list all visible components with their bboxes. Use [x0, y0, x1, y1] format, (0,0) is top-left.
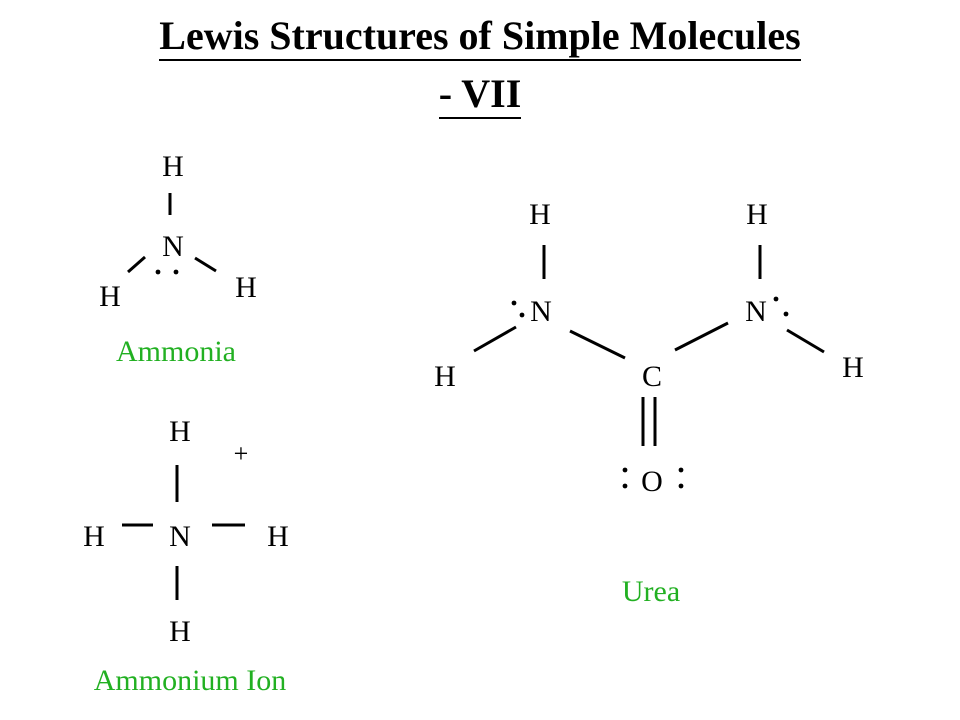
urea-o: O [641, 465, 663, 498]
urea-h-right-side: H [842, 351, 864, 384]
ammonium-ion-structure: H + H N H H Ammonium Ion [83, 415, 289, 697]
urea-left-n-lone-pair-dot [511, 300, 517, 306]
title-line-1: Lewis Structures of Simple Molecules [159, 16, 801, 61]
ammonia-h-right: H [235, 271, 257, 304]
urea-right-n-lone-pair-dot [773, 296, 779, 302]
page-title: Lewis Structures of Simple Molecules [0, 16, 960, 61]
ammonium-charge: + [234, 439, 249, 468]
urea-n-right: N [745, 295, 767, 328]
page-subtitle: - VII [0, 74, 960, 119]
ammonia-structure: H N H H Ammonia [99, 150, 257, 368]
urea-bond-left-n-h-side [473, 325, 517, 353]
urea-h-right-top: H [746, 198, 768, 231]
urea-bond-c-right-n [674, 321, 729, 352]
urea-o-lone-pair-dot [622, 483, 628, 489]
title-line-2: - VII [438, 74, 522, 119]
urea-bond-left-n-c [569, 329, 626, 360]
ammonia-lone-pair-dot [155, 269, 161, 275]
ammonium-n: N [169, 520, 191, 553]
ammonium-h-left: H [83, 520, 105, 553]
ammonia-bond-right [194, 256, 217, 273]
urea-caption: Urea [622, 575, 680, 608]
ammonia-n: N [162, 230, 184, 263]
ammonium-h-bottom: H [169, 615, 191, 648]
ammonium-h-top: H [169, 415, 191, 448]
ammonia-h-top: H [162, 150, 184, 183]
urea-structure: H N H C O H N H Urea [434, 198, 864, 608]
urea-o-lone-pair-dot [678, 483, 684, 489]
urea-bond-right-n-h-side [786, 328, 825, 354]
ammonia-caption: Ammonia [116, 335, 236, 368]
urea-o-lone-pair-dot [678, 467, 684, 473]
urea-left-n-lone-pair-dot [519, 312, 525, 318]
urea-c: C [642, 360, 662, 393]
urea-o-lone-pair-dot [622, 467, 628, 473]
urea-h-left-top: H [529, 198, 551, 231]
ammonium-h-right: H [267, 520, 289, 553]
urea-n-left: N [530, 295, 552, 328]
ammonia-h-left: H [99, 280, 121, 313]
urea-right-n-lone-pair-dot [783, 311, 789, 317]
urea-h-left-side: H [434, 360, 456, 393]
ammonia-bond-left [127, 255, 146, 274]
ammonia-lone-pair-dot [173, 269, 179, 275]
ammonium-ion-caption: Ammonium Ion [94, 664, 287, 697]
